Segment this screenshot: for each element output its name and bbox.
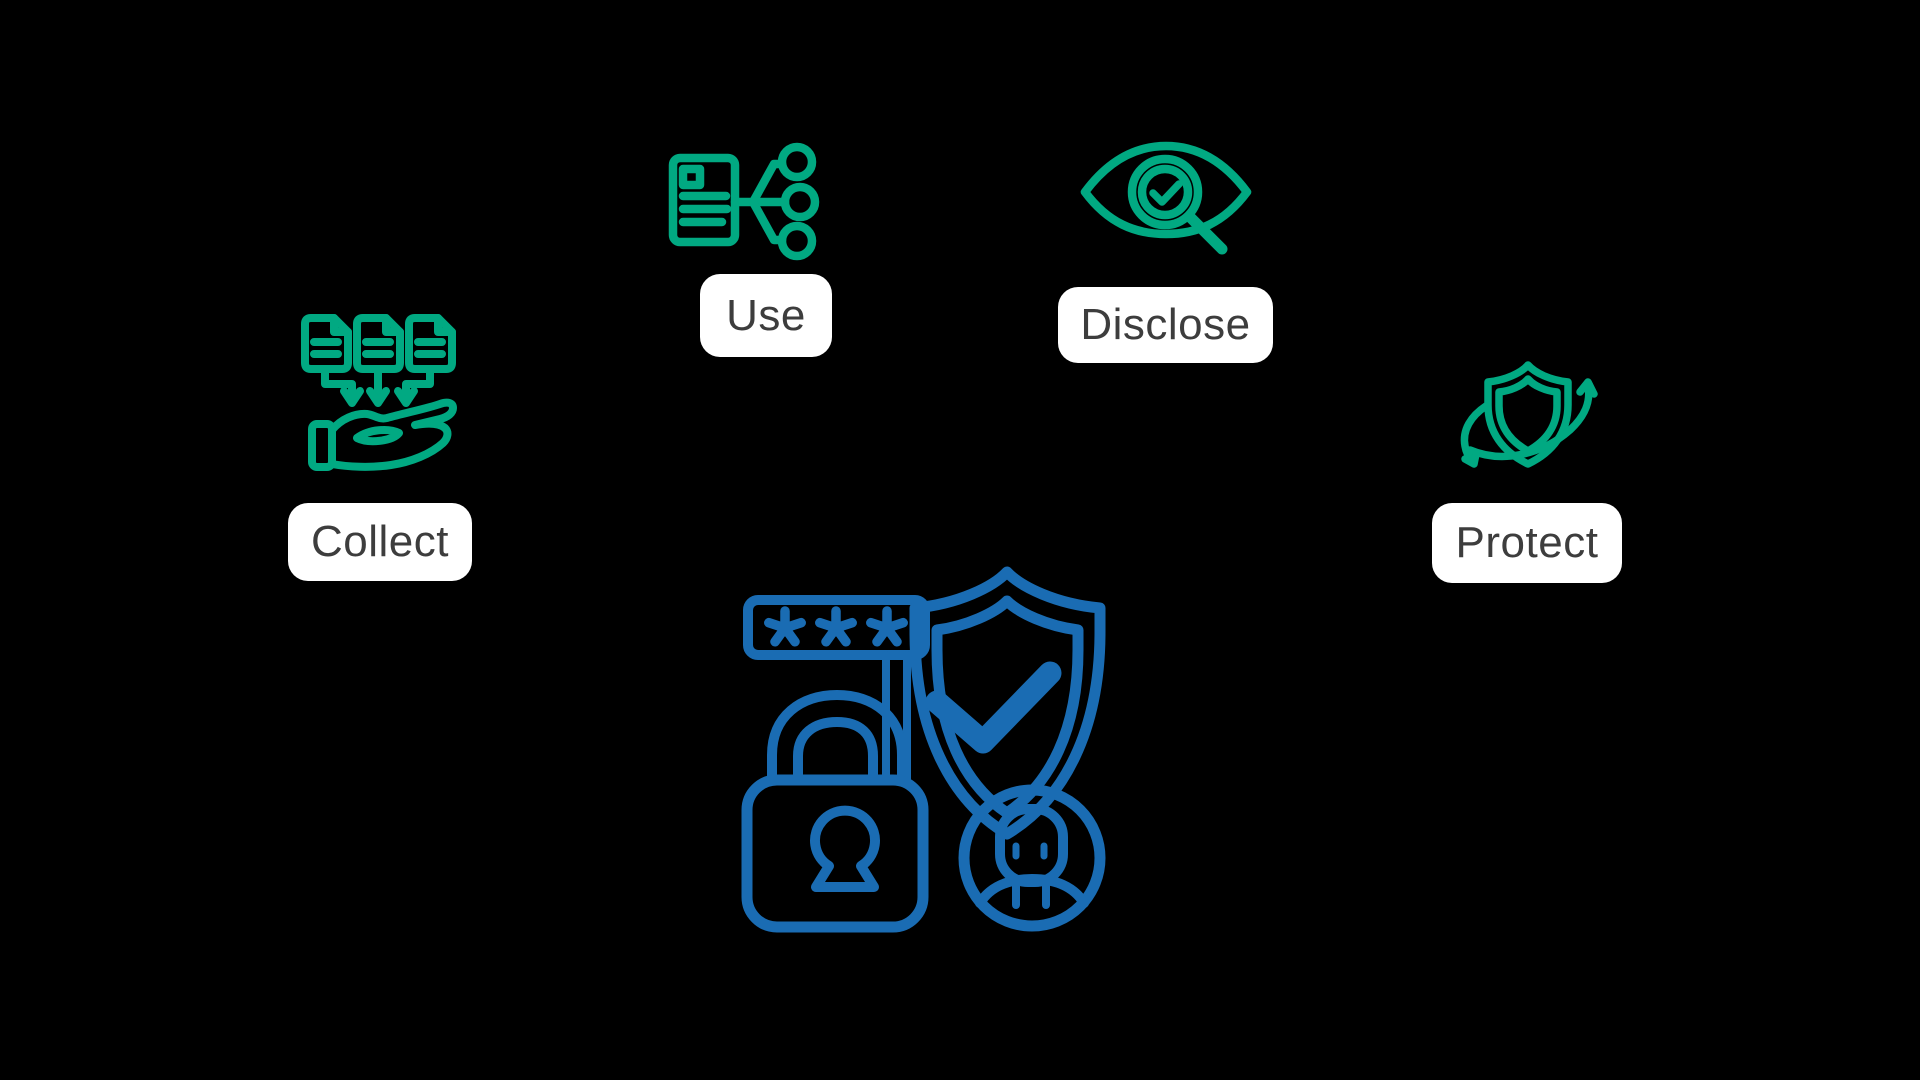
protect-label: Protect [1432, 503, 1622, 583]
branch-lines [730, 159, 790, 245]
document-share-network-icon [668, 138, 824, 262]
eye-outline [1080, 141, 1252, 239]
user-avatar-icon [958, 784, 1106, 932]
collect-label: Collect [288, 503, 472, 581]
password-field-icon [743, 595, 930, 783]
orbit-arrows-icon [1460, 378, 1598, 468]
document-icon [668, 153, 740, 247]
documents-into-hand-icon [301, 314, 459, 471]
down-arrows-icon [321, 367, 434, 407]
collect-label-text: Collect [311, 517, 449, 566]
neck [1012, 878, 1050, 909]
check-icon [925, 661, 1062, 754]
document-icon [353, 314, 404, 373]
shield-orbit-arrows-icon [1458, 360, 1606, 495]
disclose-label: Disclose [1058, 287, 1273, 363]
password-asterisks [764, 606, 908, 647]
magnifier-lens [1127, 154, 1203, 230]
eyes [1012, 842, 1048, 860]
document-icon [405, 314, 456, 373]
check-icon [1149, 180, 1183, 206]
shoulders [975, 874, 1089, 908]
eye-magnifier-check-icon [1080, 140, 1252, 260]
magnifier-handle [1184, 211, 1228, 255]
disclose-label-text: Disclose [1080, 300, 1251, 349]
padlock-icon [741, 690, 929, 933]
use-label-text: Use [726, 290, 806, 340]
network-nodes-icon [777, 142, 820, 261]
protect-label-text: Protect [1455, 518, 1599, 567]
keyhole-icon [810, 805, 880, 892]
use-label: Use [700, 274, 832, 357]
iris-circle [1137, 164, 1193, 220]
document-icon [301, 314, 352, 373]
open-hand-icon [308, 398, 457, 471]
password-lock-shield-avatar-illustration [740, 560, 1120, 945]
